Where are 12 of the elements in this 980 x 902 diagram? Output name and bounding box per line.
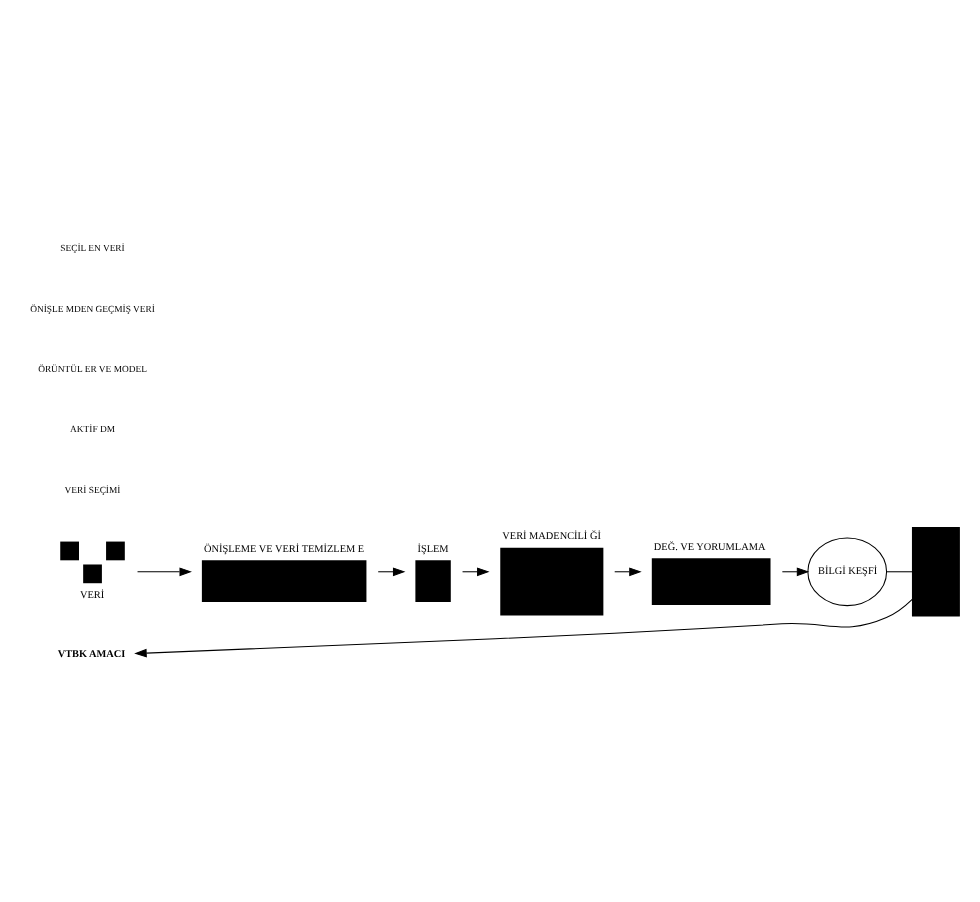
node-box [415,559,451,601]
arrow [462,566,490,576]
node-box [500,546,604,615]
arrow [377,566,406,576]
connector [885,570,913,572]
arrow [137,566,192,576]
arrow [614,566,642,576]
node-box [201,559,367,601]
arrow [134,597,913,657]
node-box [911,526,960,616]
arrow [781,566,810,576]
node-box [651,557,771,605]
